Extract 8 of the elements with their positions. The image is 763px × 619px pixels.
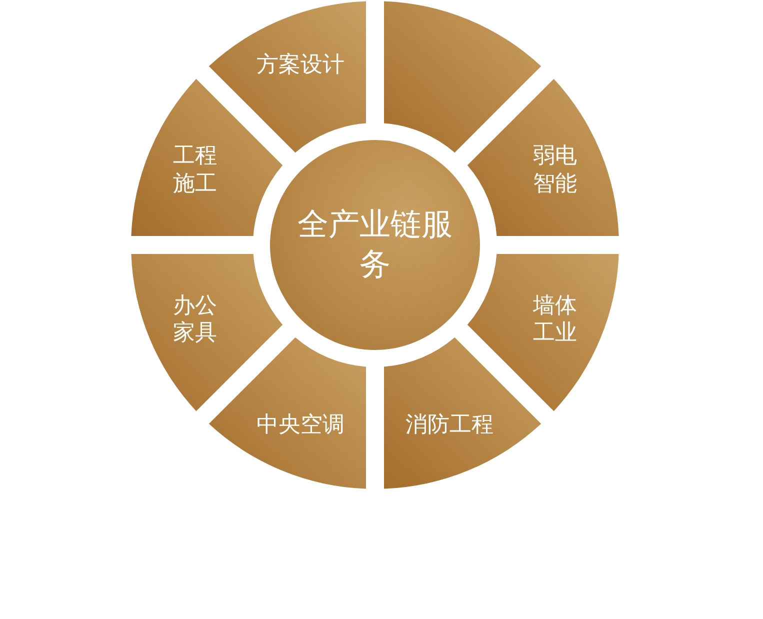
- segment-label: 方案设计: [256, 51, 344, 79]
- segment-label: 中央空调: [256, 411, 344, 439]
- segment-label: 办公家具: [172, 292, 218, 348]
- segment-label: 弱电智能: [532, 142, 578, 198]
- segment-label: 墙体工业: [532, 292, 578, 348]
- segment-label: 工程施工: [172, 142, 218, 198]
- hub-label: 全产业链服务: [298, 206, 452, 285]
- segment-label: 消防工程: [406, 411, 494, 439]
